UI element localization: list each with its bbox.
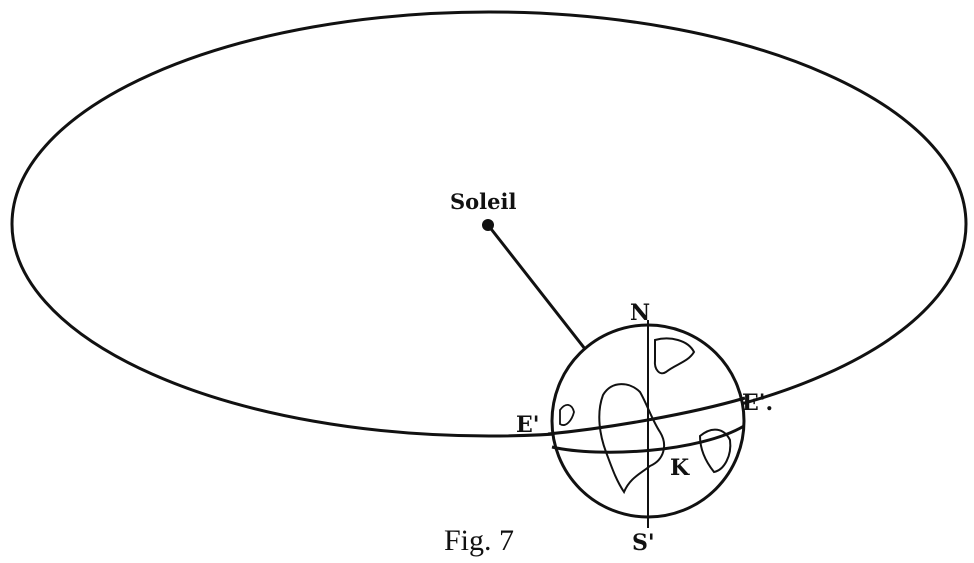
equator-left-label: E'	[516, 412, 540, 438]
point-k-label: K	[670, 455, 690, 481]
figure-caption: Fig. 7	[444, 524, 514, 557]
orbit-front-segment	[547, 396, 746, 436]
continent-shape-north	[653, 337, 696, 375]
south-label: S'	[632, 530, 655, 556]
sun-label: Soleil	[450, 189, 516, 214]
continent-shape-east	[698, 428, 732, 474]
equator-right-label: E'.	[742, 390, 773, 416]
equator-line	[551, 424, 745, 454]
north-label: N	[630, 300, 650, 326]
orbit-ellipse	[10, 10, 968, 438]
continent-shape-west	[559, 404, 575, 426]
earth-globe	[550, 320, 746, 528]
